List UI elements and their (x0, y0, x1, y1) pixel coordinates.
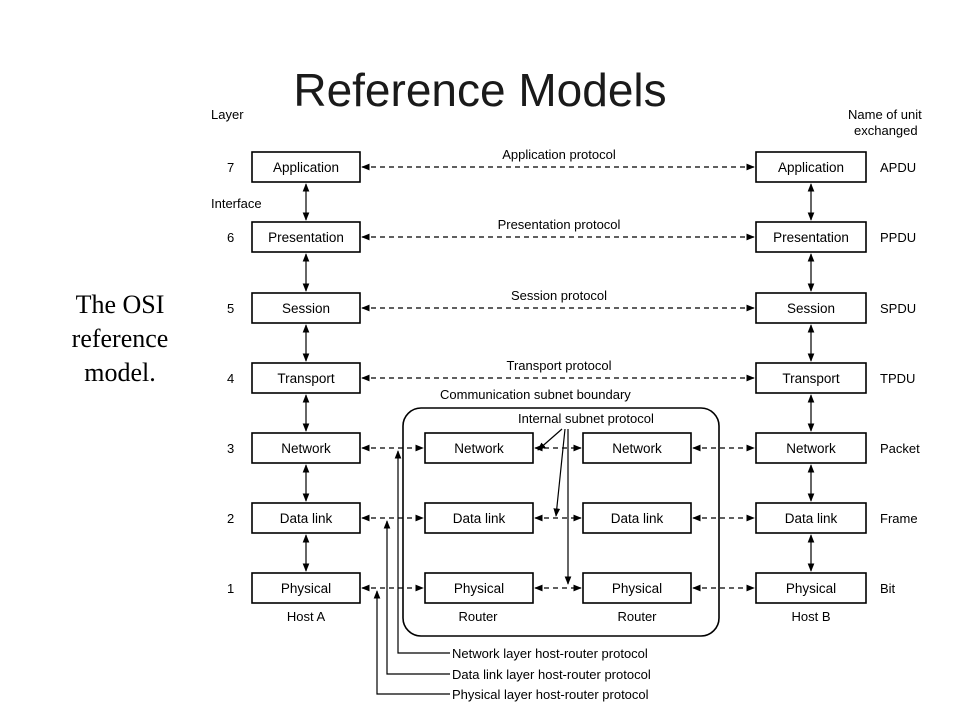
unit-data-link: Frame (880, 511, 918, 526)
unit-header-line1: Name of unit (848, 107, 922, 122)
layer-2-number: 2 (227, 511, 234, 526)
internal-pointer-network (537, 428, 563, 451)
physical-host-router-protocol: Physical layer host-router protocol (452, 687, 649, 702)
layer-4-number: 4 (227, 371, 234, 386)
router-2-data-link-box (582, 502, 692, 534)
host-a-application-label: Application (273, 160, 339, 175)
host-b-session-label: Session (787, 301, 835, 316)
host-a-transport-box (251, 362, 361, 394)
datalink-host-router-leader (383, 520, 450, 675)
host-a-application-box (251, 151, 361, 183)
router-2-physical-box (582, 572, 692, 604)
host-b-label: Host B (791, 609, 830, 624)
router-1-label: Router (458, 609, 498, 624)
router-1-data-link-box (424, 502, 534, 534)
caption-line-1: The OSI (75, 290, 165, 319)
host-b-data-link-box (755, 502, 867, 534)
host-a-presentation-label: Presentation (268, 230, 344, 245)
host-a-physical-box (251, 572, 361, 604)
protocol-application: Application protocol (502, 147, 616, 162)
layer-3-number: 3 (227, 441, 234, 456)
network-host-router-leader (394, 450, 450, 654)
host-b-physical-label: Physical (786, 581, 836, 596)
host-b-application-label: Application (778, 160, 844, 175)
router-1-network-label: Network (454, 441, 504, 456)
layer-5-number: 5 (227, 301, 234, 316)
host-a-data-link-box (251, 502, 361, 534)
unit-transport: TPDU (880, 371, 915, 386)
host-b-transport-box (755, 362, 867, 394)
internal-subnet-protocol-label: Internal subnet protocol (518, 411, 654, 426)
physical-host-router-leader (373, 590, 450, 695)
router-1-physical-label: Physical (454, 581, 504, 596)
router-2-data-link-label: Data link (611, 511, 664, 526)
unit-presentation: PPDU (880, 230, 916, 245)
router-2-physical-label: Physical (612, 581, 662, 596)
protocol-session: Session protocol (511, 288, 607, 303)
slide-title: Reference Models (293, 64, 667, 116)
router-1-data-link-label: Data link (453, 511, 506, 526)
router-2-label: Router (617, 609, 657, 624)
host-a-session-box (251, 292, 361, 324)
host-a-session-label: Session (282, 301, 330, 316)
host-a-label: Host A (287, 609, 326, 624)
router-2-network-label: Network (612, 441, 662, 456)
network-host-router-protocol: Network layer host-router protocol (452, 646, 648, 661)
subnet-boundary (402, 407, 720, 637)
datalink-host-router-protocol: Data link layer host-router protocol (452, 667, 651, 682)
router-1-network-box (424, 432, 534, 464)
layer-header: Layer (211, 107, 244, 122)
host-b-session-box (755, 292, 867, 324)
host-a-presentation-box (251, 221, 361, 253)
caption-line-2: reference (71, 324, 169, 353)
protocol-transport: Transport protocol (506, 358, 611, 373)
unit-physical: Bit (880, 581, 896, 596)
unit-session: SPDU (880, 301, 916, 316)
host-b-data-link-label: Data link (785, 511, 838, 526)
host-b-application-box (755, 151, 867, 183)
host-a-network-box (251, 432, 361, 464)
host-b-physical-box (755, 572, 867, 604)
host-b-network-label: Network (786, 441, 836, 456)
host-a-physical-label: Physical (281, 581, 331, 596)
layer-7-number: 7 (227, 160, 234, 175)
host-a-transport-label: Transport (277, 371, 335, 386)
unit-application: APDU (880, 160, 916, 175)
host-b-network-box (755, 432, 867, 464)
figure-caption: The OSI reference model. (40, 288, 200, 390)
caption-line-3: model. (84, 358, 156, 387)
unit-network: Packet (880, 441, 920, 456)
protocol-presentation: Presentation protocol (498, 217, 621, 232)
subnet-boundary-label: Communication subnet boundary (440, 387, 631, 402)
internal-pointer-datalink (553, 428, 566, 517)
interface-label: Interface (211, 196, 262, 211)
host-a-network-label: Network (281, 441, 331, 456)
host-b-transport-label: Transport (782, 371, 840, 386)
router-2-network-box (582, 432, 692, 464)
host-b-presentation-label: Presentation (773, 230, 849, 245)
unit-header-line2: exchanged (854, 123, 918, 138)
host-a-data-link-label: Data link (280, 511, 333, 526)
host-b-presentation-box (755, 221, 867, 253)
layer-1-number: 1 (227, 581, 234, 596)
layer-6-number: 6 (227, 230, 234, 245)
router-1-physical-box (424, 572, 534, 604)
